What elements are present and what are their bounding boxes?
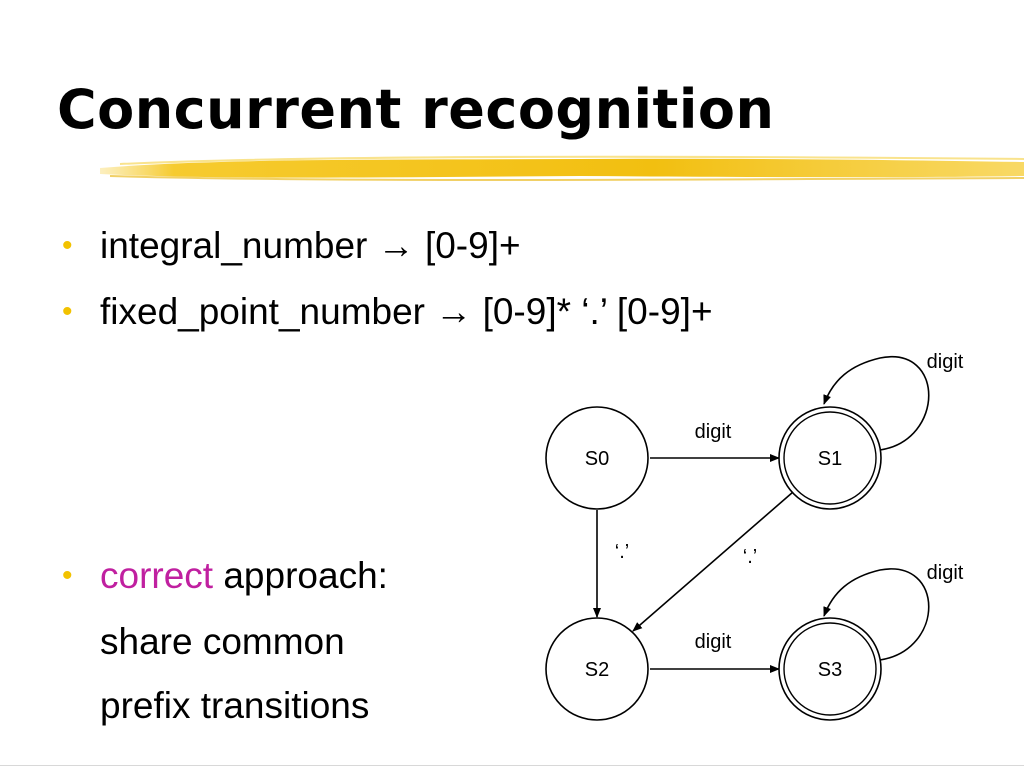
state-label: S0	[585, 448, 609, 470]
transition-label-s0-s1: digit	[695, 421, 732, 443]
state-label: S2	[585, 659, 609, 681]
rule-name: integral_number	[100, 225, 368, 266]
approach-line-1: share common	[100, 621, 345, 662]
rule-body: [0-9]+	[424, 225, 521, 266]
transition-label-s1-s1: digit	[927, 351, 964, 373]
rule-body: [0-9]* ‘.’ [0-9]+	[482, 291, 713, 332]
highlight-word: correct	[100, 555, 214, 596]
bullet-text: fixed_point_number → [0-9]* ‘.’ [0-9]+	[100, 290, 713, 334]
state-s2: S2	[545, 617, 649, 721]
self-loop-s3	[823, 568, 930, 661]
transition-label-s0-s2: ‘.’	[615, 541, 629, 563]
state-s0: S0	[545, 406, 649, 510]
slide-bottom-rule	[0, 765, 1024, 766]
state-label: S3	[818, 659, 842, 681]
bullet-dot: •	[62, 229, 73, 262]
transition-s1-s2	[632, 491, 794, 632]
approach-line-2: prefix transitions	[100, 685, 370, 726]
state-label: S1	[818, 448, 842, 470]
state-s1: S1	[778, 406, 882, 510]
rule-arrow: →	[377, 225, 415, 266]
transition-label-s1-s2: ‘.’	[743, 546, 757, 568]
transition-label-s2-s3: digit	[695, 631, 732, 653]
transition-label-s3-s3: digit	[927, 562, 964, 584]
slide-title: Concurrent recognition	[57, 78, 775, 141]
state-s3: S3	[778, 617, 882, 721]
bullet-dot: •	[62, 559, 73, 592]
rule-arrow: →	[435, 291, 473, 332]
bullet-text: integral_number → [0-9]+	[100, 224, 521, 268]
bullet-dot: •	[62, 295, 73, 328]
bullet-text: correct approach:	[100, 554, 388, 598]
approach-label: approach:	[213, 555, 388, 596]
self-loop-s1	[823, 355, 930, 451]
rule-name: fixed_point_number	[100, 291, 425, 332]
title-underline-stroke	[100, 155, 1024, 181]
